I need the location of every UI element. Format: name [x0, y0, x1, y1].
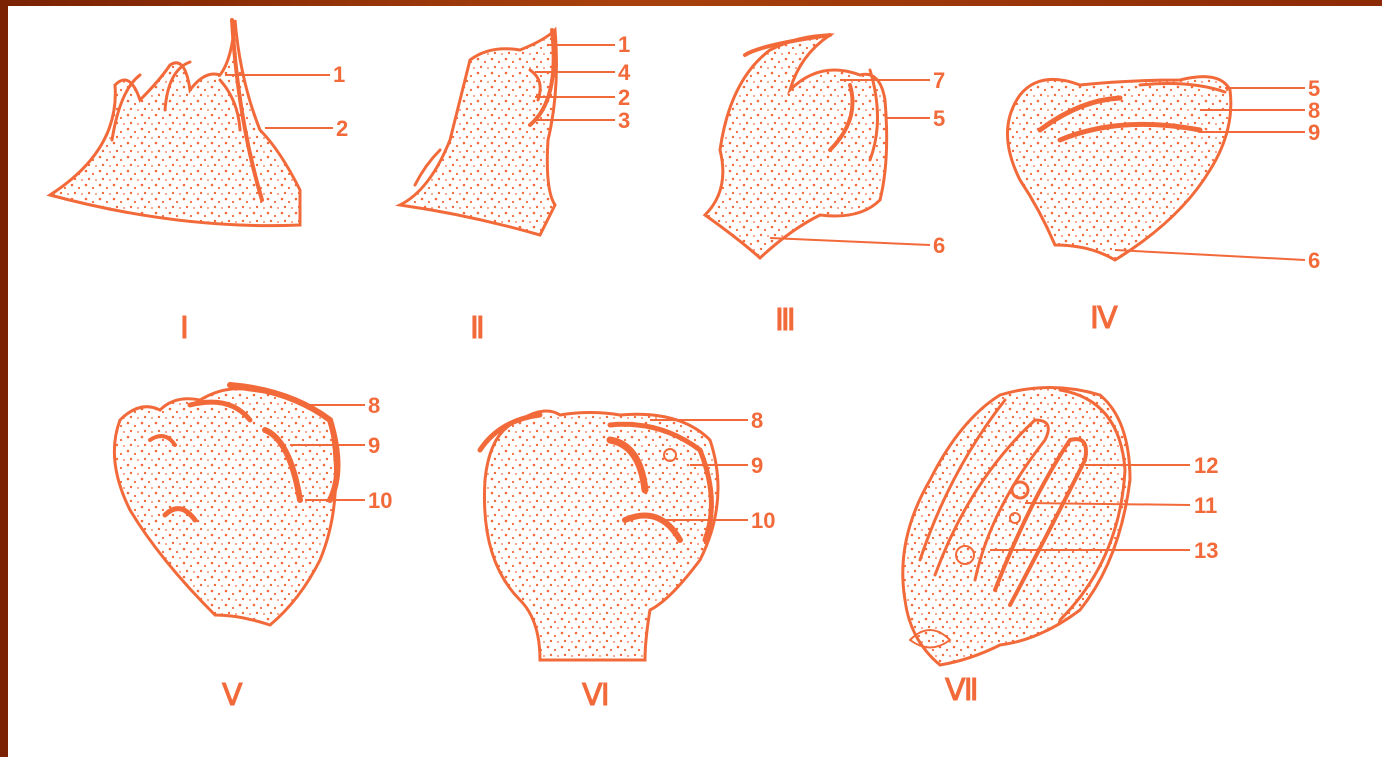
stage-label: Ⅰ: [180, 312, 189, 345]
callout-label: 9: [368, 433, 380, 458]
callout-label: 12: [1194, 453, 1218, 478]
callout-label: 13: [1194, 538, 1218, 563]
callout-label: 8: [368, 393, 380, 418]
stage-label: Ⅳ: [1090, 302, 1119, 335]
callout-label: 8: [751, 408, 763, 433]
callout-label: 7: [933, 68, 945, 93]
stage-1-drawing: [50, 20, 300, 226]
callout-label: 4: [618, 60, 631, 85]
callout-label: 10: [368, 488, 392, 513]
stage-7-drawing: [903, 388, 1130, 666]
stage-label: Ⅱ: [470, 312, 485, 345]
stage-label: Ⅵ: [581, 679, 610, 712]
callout-label: 1: [333, 62, 345, 87]
stage-label: Ⅲ: [775, 304, 796, 337]
stage-3-drawing: [705, 35, 887, 258]
stage-label: Ⅶ: [944, 674, 979, 707]
callout-label: 10: [751, 508, 775, 533]
callout-label: 2: [618, 85, 630, 110]
callout-label: 11: [1194, 493, 1217, 518]
callout-label: 9: [1308, 120, 1320, 145]
callout-label: 5: [933, 106, 945, 131]
stage-2-drawing: [400, 30, 556, 235]
stage-label: Ⅴ: [221, 679, 244, 712]
stage-4-drawing: [1008, 77, 1231, 260]
stage-6-drawing: [480, 411, 718, 660]
callout-label: 2: [336, 116, 348, 141]
callout-label: 6: [933, 233, 945, 258]
callout-label: 9: [751, 453, 763, 478]
callout-label: 3: [618, 108, 630, 133]
callout-label: 6: [1308, 248, 1320, 273]
callout-label: 1: [618, 32, 630, 57]
stage-5-drawing: [114, 385, 337, 625]
